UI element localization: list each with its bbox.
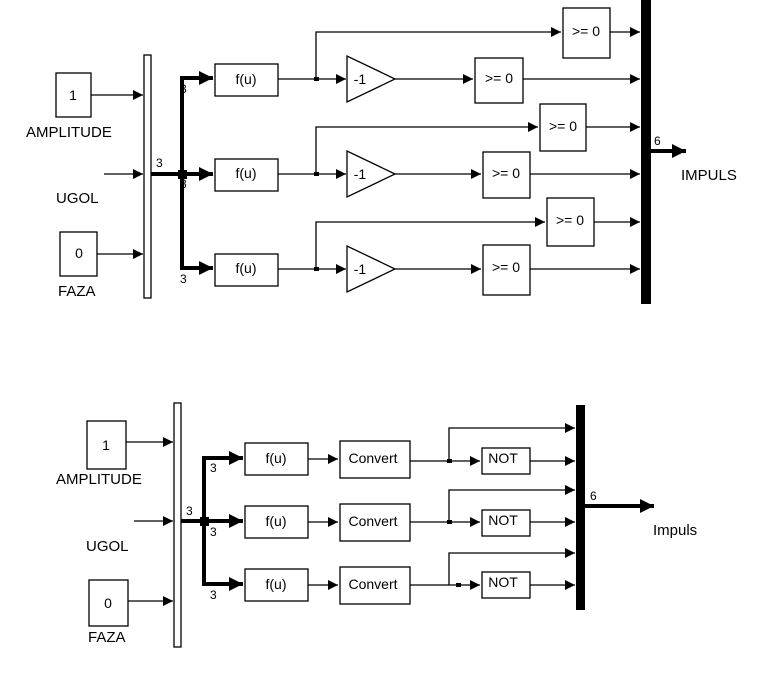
top-faza-value: 0 xyxy=(75,245,83,261)
bottom-branch-width-1: 3 xyxy=(210,461,217,475)
bottom-fcn-label-1: f(u) xyxy=(266,450,287,466)
bottom-not-label-3: NOT xyxy=(488,574,518,590)
top-gain-label-2: -1 xyxy=(354,166,367,182)
bottom-faza-label: FAZA xyxy=(88,629,126,646)
top-compare-label-6: >= 0 xyxy=(492,259,520,275)
top-compare-label-1: >= 0 xyxy=(572,23,600,39)
top-branch-width-3: 3 xyxy=(180,272,187,286)
bottom-ugol-label: UGOL xyxy=(86,538,129,555)
top-fcn-block-3[interactable] xyxy=(214,253,279,287)
bottom-not-label-2: NOT xyxy=(488,512,518,528)
top-branch-width-1: 3 xyxy=(180,82,187,96)
top-compare-2[interactable] xyxy=(474,57,524,104)
top-mux[interactable] xyxy=(143,54,152,299)
bottom-faza-value: 0 xyxy=(104,595,112,611)
top-branch-width-2: 3 xyxy=(180,177,187,191)
top-compare-label-5: >= 0 xyxy=(556,212,584,228)
top-amplitude-value: 1 xyxy=(69,87,77,103)
top-fcn-label-1: f(u) xyxy=(236,71,257,87)
bottom-convert-block-3[interactable] xyxy=(339,566,411,605)
top-compare-4[interactable] xyxy=(482,151,531,199)
top-compare-label-2: >= 0 xyxy=(485,70,513,86)
bottom-fcn-block-2[interactable] xyxy=(244,505,309,539)
top-fcn-label-2: f(u) xyxy=(236,165,257,181)
top-gain-2[interactable] xyxy=(346,149,397,199)
bottom-convert-label-3: Convert xyxy=(348,576,397,592)
bottom-mux[interactable] xyxy=(173,402,182,648)
bottom-convert-label-2: Convert xyxy=(348,513,397,529)
top-mux-width: 3 xyxy=(156,156,163,170)
bottom-fcn-label-3: f(u) xyxy=(266,576,287,592)
top-gain-1[interactable] xyxy=(346,54,397,104)
bottom-not-label-1: NOT xyxy=(488,450,518,466)
bottom-amplitude-constant[interactable] xyxy=(86,420,127,470)
bottom-faza-constant[interactable] xyxy=(88,579,129,627)
top-amplitude-constant[interactable] xyxy=(55,72,92,118)
top-out-width: 6 xyxy=(654,134,661,148)
top-ugol-label: UGOL xyxy=(56,190,99,207)
top-diagram: 1 AMPLITUDE UGOL 0 FAZA 3 3 3 3 f(u) -1 … xyxy=(26,0,737,304)
top-amplitude-label: AMPLITUDE xyxy=(26,124,112,141)
bottom-convert-block-1[interactable] xyxy=(339,440,411,479)
bottom-convert-block-2[interactable] xyxy=(339,503,411,542)
bottom-fcn-label-2: f(u) xyxy=(266,513,287,529)
bottom-not-block-1[interactable] xyxy=(481,447,531,475)
top-compare-3[interactable] xyxy=(539,103,587,152)
bottom-not-block-2[interactable] xyxy=(481,509,531,537)
top-faza-label: FAZA xyxy=(58,283,96,300)
top-gain-label-3: -1 xyxy=(354,261,367,277)
bottom-output-mux[interactable] xyxy=(576,405,585,610)
top-fcn-label-3: f(u) xyxy=(236,260,257,276)
top-gain-3[interactable] xyxy=(346,244,397,294)
top-out-label: IMPULS xyxy=(681,167,737,184)
top-compare-6[interactable] xyxy=(482,244,531,296)
top-compare-label-3: >= 0 xyxy=(549,118,577,134)
top-fcn-block-2[interactable] xyxy=(214,158,279,192)
top-compare-1[interactable] xyxy=(562,7,611,59)
bottom-branch-width-2: 3 xyxy=(210,525,217,539)
bottom-diagram: 1 AMPLITUDE UGOL 0 FAZA 3 3 3 3 f(u) Con… xyxy=(56,402,697,648)
bottom-mux-width: 3 xyxy=(186,504,193,518)
top-compare-label-4: >= 0 xyxy=(492,165,520,181)
bottom-out-label: Impuls xyxy=(653,522,697,539)
top-output-mux[interactable] xyxy=(641,0,651,304)
top-fcn-block-1[interactable] xyxy=(214,63,279,97)
bottom-amplitude-value: 1 xyxy=(102,437,110,453)
top-gain-label-1: -1 xyxy=(354,71,367,87)
bottom-out-width: 6 xyxy=(590,489,597,503)
bottom-amplitude-label: AMPLITUDE xyxy=(56,471,142,488)
bottom-branch-width-3: 3 xyxy=(210,588,217,602)
bottom-convert-label-1: Convert xyxy=(348,450,397,466)
